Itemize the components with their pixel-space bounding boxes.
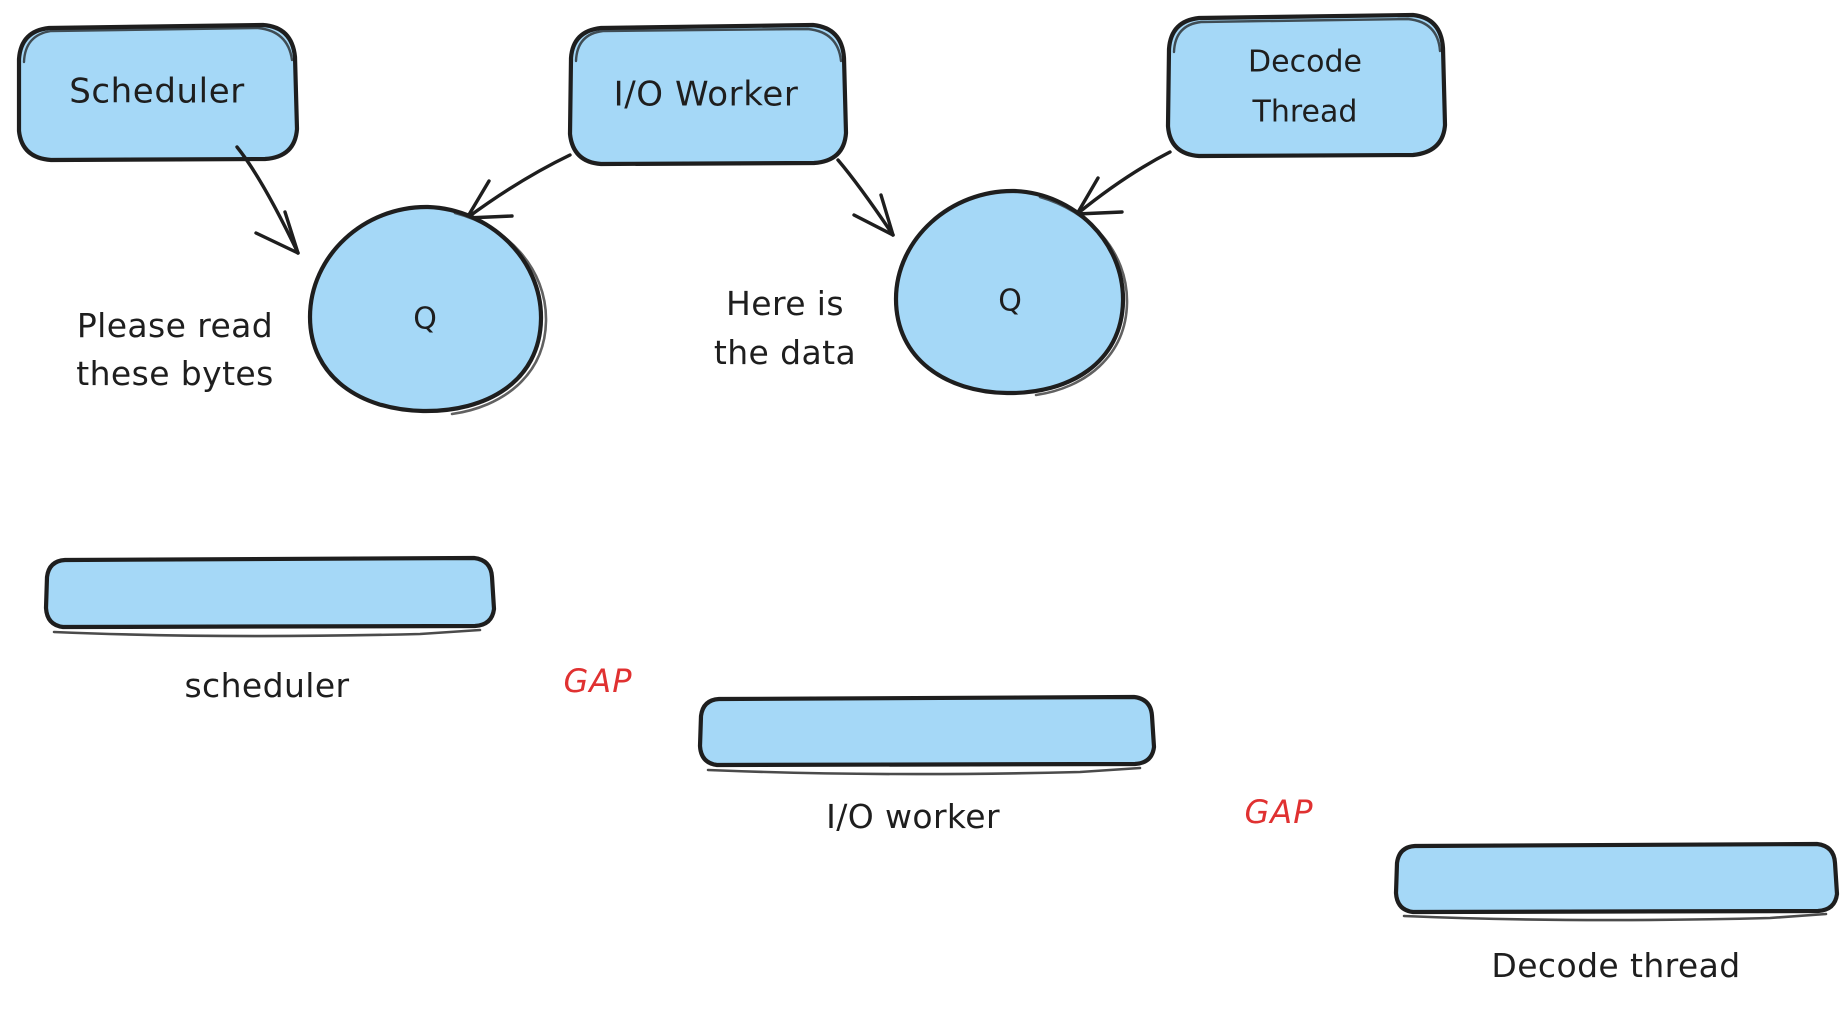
edge-scheduler-queue1-arrowhead-b xyxy=(283,210,300,255)
queue-2-outline xyxy=(893,188,1126,396)
decode-thread-box-outline xyxy=(1165,12,1448,159)
message-1-line1: Please read xyxy=(77,306,273,345)
edge-ioworker-queue1-arrowhead-b xyxy=(465,179,491,220)
scheduler-box-outline xyxy=(16,22,300,163)
edge-ioworker-queue1-line xyxy=(465,153,572,220)
bar-io-worker-label: I/O worker xyxy=(826,797,1000,836)
decode-thread-box-outline-2 xyxy=(1172,17,1442,54)
bar-io-worker-fill-2 xyxy=(699,696,1155,766)
bar-decode-thread-outline-2 xyxy=(1402,912,1828,922)
queue-1-fill xyxy=(311,208,543,411)
edge-ioworker-queue1 xyxy=(465,153,572,220)
decode-thread-label-line1: Decode xyxy=(1248,45,1362,80)
queue-2-outline-2 xyxy=(1034,195,1129,397)
message-label-2: Here is the data xyxy=(714,284,856,372)
bar-scheduler-label: scheduler xyxy=(184,666,349,705)
message-1-line2: these bytes xyxy=(76,354,273,393)
scheduler-label: Scheduler xyxy=(69,72,245,112)
queue-1-outline xyxy=(307,204,544,414)
timeline-bar-io-worker[interactable]: I/O worker xyxy=(697,694,1157,836)
message-label-1: Please read these bytes xyxy=(76,306,273,393)
io-worker-box-outline-2 xyxy=(574,27,843,63)
bar-scheduler-outline-2 xyxy=(52,628,482,638)
timeline-bar-decode-thread[interactable]: Decode thread xyxy=(1393,841,1840,985)
bar-decode-thread-fill xyxy=(1395,843,1838,913)
edge-ioworker-queue2-arrowhead-a xyxy=(852,213,895,237)
bar-decode-thread-outline xyxy=(1393,841,1840,915)
edge-decode-queue2-line xyxy=(1075,150,1172,216)
message-2-line2: the data xyxy=(714,333,856,372)
edge-ioworker-queue2-line xyxy=(836,158,895,237)
message-2-line1: Here is xyxy=(726,284,844,323)
edge-scheduler-queue1-arrowhead-a xyxy=(254,231,300,255)
timeline-bar-scheduler[interactable]: scheduler xyxy=(43,555,497,705)
node-decode-thread[interactable]: Decode Thread xyxy=(1165,12,1448,159)
node-scheduler[interactable]: Scheduler xyxy=(16,22,300,163)
edge-decode-queue2 xyxy=(1075,150,1172,216)
io-worker-label: I/O Worker xyxy=(614,75,799,115)
gap-label-1: GAP xyxy=(564,662,633,700)
node-io-worker[interactable]: I/O Worker xyxy=(567,22,849,167)
edge-ioworker-queue2 xyxy=(836,158,895,237)
node-queue-1[interactable]: Q xyxy=(307,204,548,416)
scheduler-box-fill xyxy=(17,24,298,161)
bar-io-worker-outline xyxy=(697,694,1157,768)
gap-label-2: GAP xyxy=(1245,793,1314,831)
decode-thread-label-line2: Thread xyxy=(1252,95,1358,130)
bar-io-worker-outline-2 xyxy=(706,766,1142,776)
edge-scheduler-queue1 xyxy=(235,145,300,255)
node-queue-2[interactable]: Q xyxy=(893,188,1129,397)
scheduler-box-outline-2 xyxy=(22,26,294,64)
edge-ioworker-queue2-arrowhead-b xyxy=(879,193,895,237)
decode-thread-box-fill xyxy=(1166,14,1446,157)
queue-2-fill xyxy=(897,192,1125,393)
bar-scheduler-fill xyxy=(45,557,495,628)
edge-decode-queue2-arrowhead-b xyxy=(1075,176,1100,216)
io-worker-box-fill xyxy=(568,24,847,165)
queue-1-label: Q xyxy=(413,302,437,337)
bar-decode-thread-label: Decode thread xyxy=(1491,946,1740,985)
bar-scheduler-outline xyxy=(43,555,497,630)
queue-2-label: Q xyxy=(998,284,1022,319)
edge-decode-queue2-arrowhead-a xyxy=(1075,210,1124,216)
edge-scheduler-queue1-line xyxy=(235,145,300,255)
queue-1-outline-2 xyxy=(450,211,548,416)
io-worker-box-outline xyxy=(567,22,849,167)
